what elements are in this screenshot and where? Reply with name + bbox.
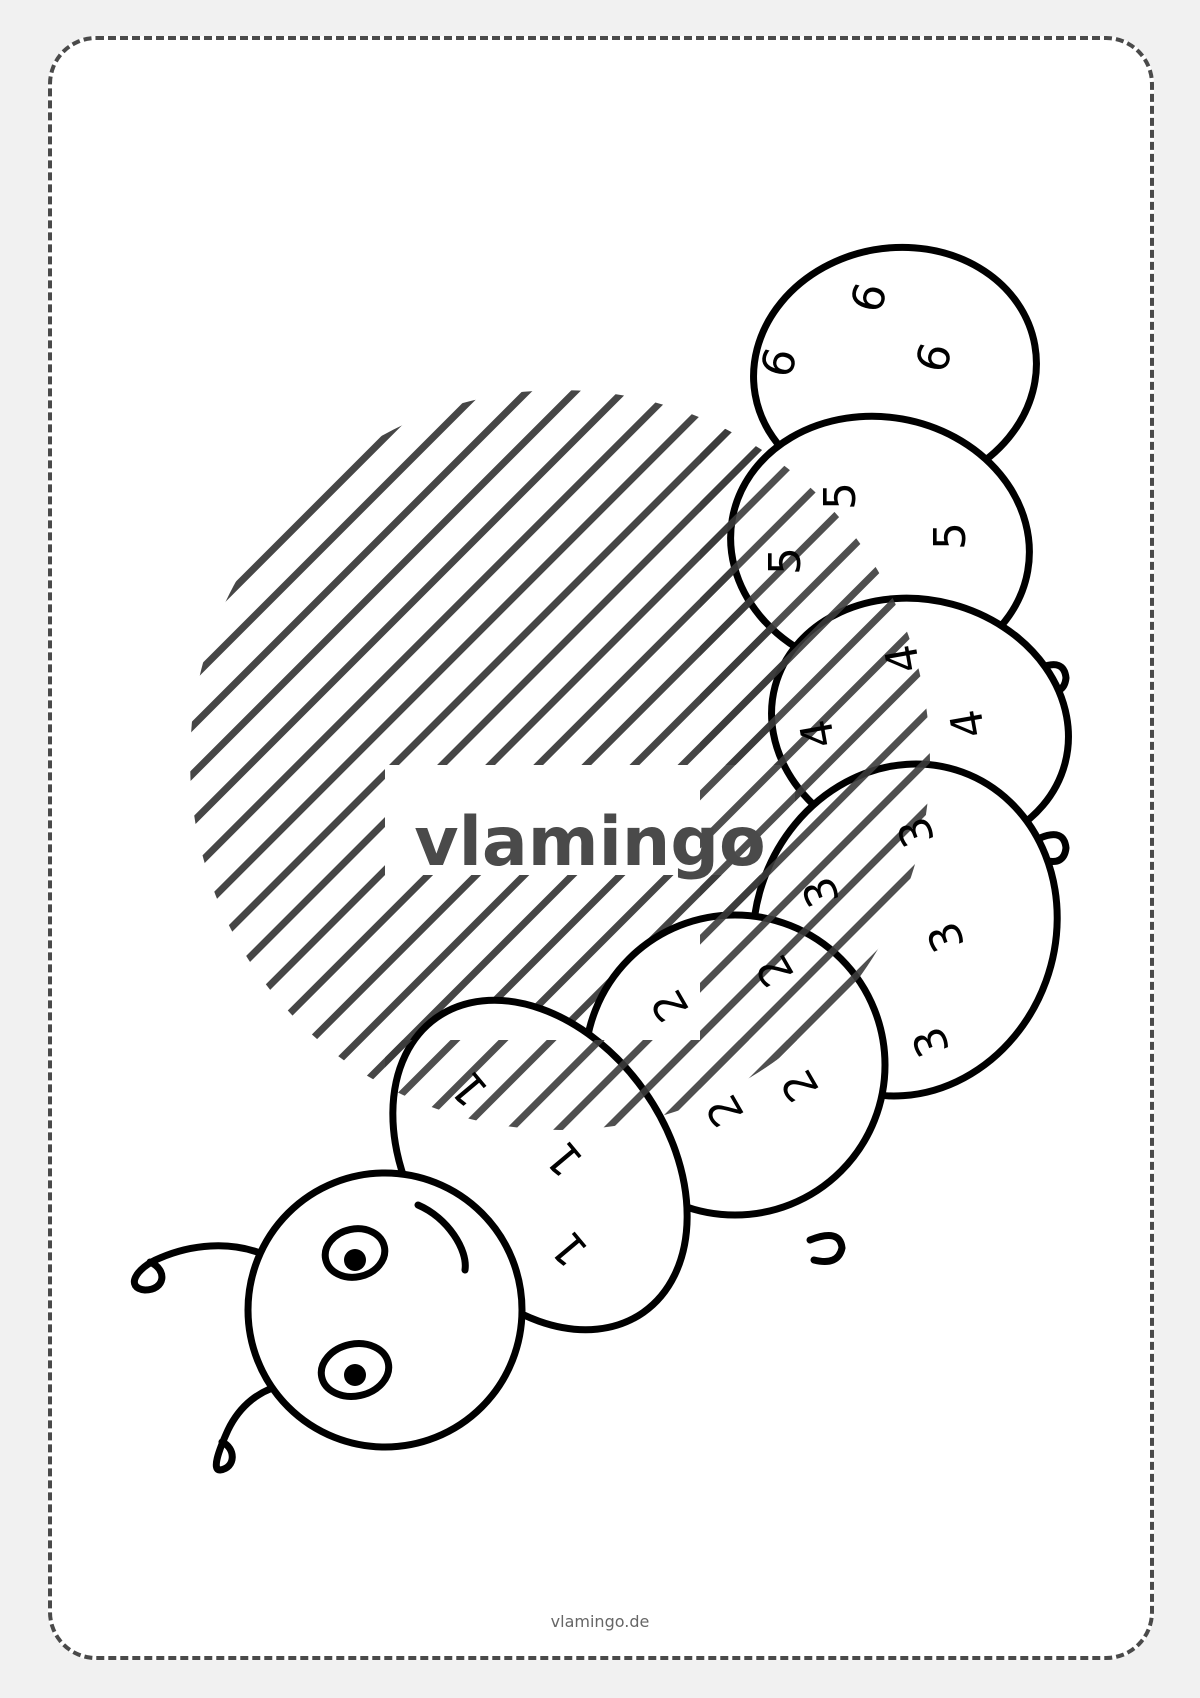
segment-5-numbers: 5 5 5 xyxy=(760,482,976,575)
number-label: 5 xyxy=(925,522,976,550)
face xyxy=(317,1201,469,1400)
antenna-bottom xyxy=(212,1381,287,1474)
number-label: 5 xyxy=(815,482,866,510)
pupil-bottom xyxy=(344,1364,366,1386)
watermark-logo: vlamingo xyxy=(414,803,766,882)
foot-2 xyxy=(1036,831,1070,865)
foot-3 xyxy=(806,1232,846,1265)
footer-site: vlamingo.de xyxy=(550,1612,650,1631)
antenna-top xyxy=(130,1242,269,1294)
head xyxy=(244,1169,526,1451)
mouth xyxy=(414,1201,469,1274)
number-label: 5 xyxy=(760,547,811,575)
pupil-top xyxy=(344,1249,366,1271)
